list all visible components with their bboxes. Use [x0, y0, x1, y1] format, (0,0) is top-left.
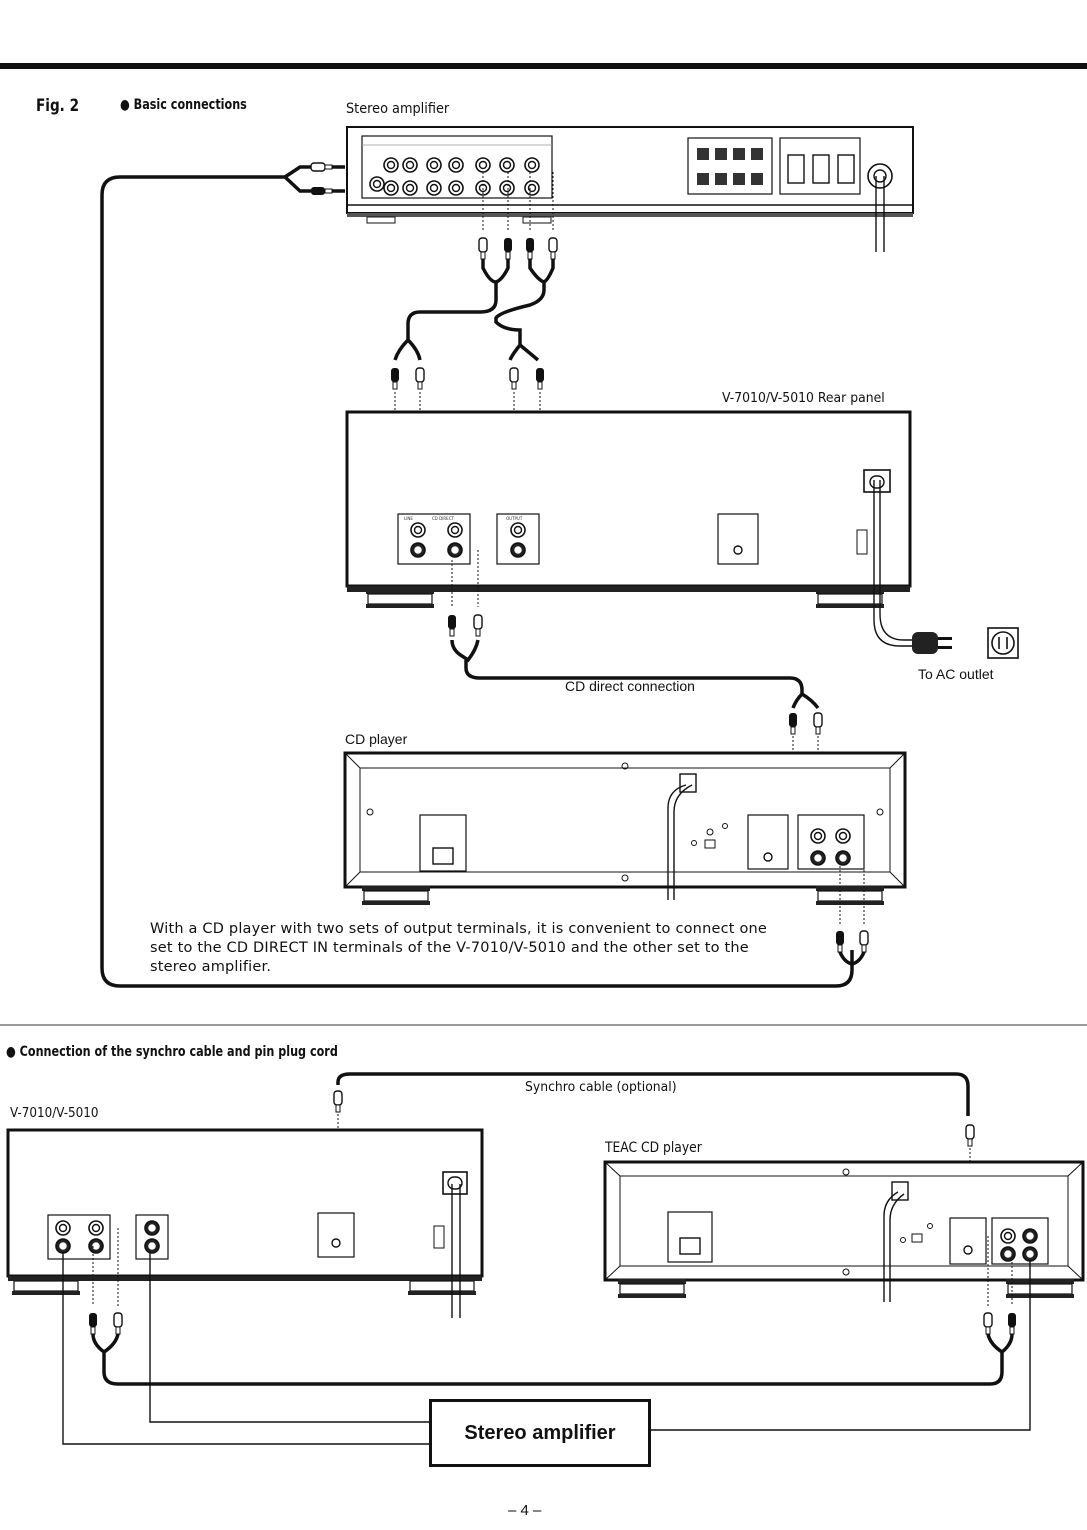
page-number: – 4 – — [508, 1502, 542, 1519]
ac-plug — [912, 632, 952, 654]
cd-player-label: CD player — [345, 731, 408, 747]
v7010-rear-panel: LINE CD DIRECT OUTPUT — [345, 410, 912, 647]
teac-cd-player-rear — [603, 1160, 1085, 1302]
v7010-label: V-7010/V-5010 — [10, 1106, 99, 1121]
note-line: With a CD player with two sets of output… — [150, 921, 768, 937]
cd-player-rear — [343, 751, 907, 906]
section-title-basic: ● Basic connections — [120, 97, 247, 113]
amp-connection-lines — [62, 1252, 1031, 1445]
cd-direct-cable — [450, 639, 820, 710]
section-title-synchro: ● Connection of the synchro cable and pi… — [6, 1044, 338, 1060]
figure-label: Fig. 2 — [36, 96, 80, 116]
pin-plug-cord — [91, 1333, 1014, 1386]
stereo-amplifier-box: Stereo amplifier — [429, 1399, 651, 1467]
amp-to-v7010-cables — [393, 252, 555, 362]
v7010-rear-panel-label: V-7010/V-5010 Rear panel — [722, 390, 885, 406]
connection-note: With a CD player with two sets of output… — [150, 920, 768, 977]
svg-text:LINE: LINE — [404, 516, 413, 521]
note-line: stereo amplifier. — [150, 959, 272, 975]
stereo-amplifier-box-label: Stereo amplifier — [464, 1421, 616, 1444]
svg-text:CD DIRECT: CD DIRECT — [432, 516, 455, 521]
cd-direct-connection-label: CD direct connection — [565, 678, 695, 694]
v7010-rear-panel-bottom — [6, 1128, 484, 1318]
synchro-cable-label: Synchro cable (optional) — [525, 1079, 677, 1095]
top-rule — [0, 63, 1087, 69]
ac-outlet-icon — [987, 627, 1019, 659]
svg-text:OUTPUT: OUTPUT — [506, 516, 523, 521]
stereo-amplifier-rear — [346, 126, 914, 252]
stereo-amplifier-label: Stereo amplifier — [346, 101, 450, 117]
teac-cd-player-label: TEAC CD player — [605, 1140, 702, 1156]
ac-outlet-label: To AC outlet — [918, 666, 994, 682]
note-line: set to the CD DIRECT IN terminals of the… — [150, 940, 749, 956]
